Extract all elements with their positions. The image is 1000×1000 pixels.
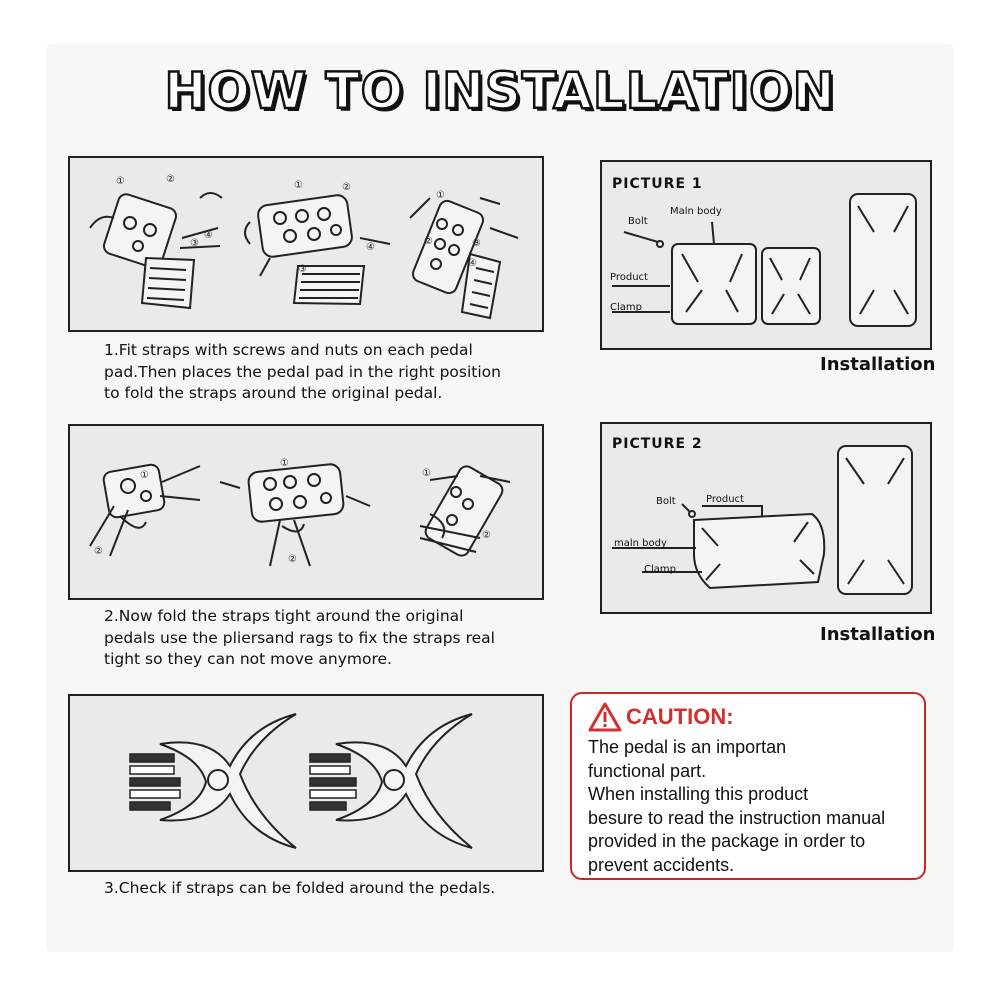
svg-text:①: ①	[140, 470, 149, 481]
step-3-drawing	[129, 713, 473, 849]
step-2-drawing: ② ① ② ① ① ②	[89, 458, 511, 567]
step-3-text: 3.Check if straps can be folded around t…	[104, 878, 544, 900]
svg-text:②: ②	[288, 554, 297, 565]
step-3-line-1: 3.Check if straps can be folded around t…	[104, 879, 496, 897]
svg-text:②: ②	[94, 546, 103, 557]
caution-header: CAUTION:	[588, 700, 734, 734]
svg-text:③: ③	[298, 264, 307, 275]
picture-1-product-label: Product	[610, 272, 648, 283]
picture-1-main-body-label: Maln body	[670, 206, 722, 217]
svg-text:①: ①	[280, 458, 289, 469]
caution-text: The pedal is an importan functional part…	[588, 736, 922, 877]
svg-text:③: ③	[190, 238, 199, 249]
picture-2-bolt-label: Bolt	[656, 496, 676, 507]
page-title: HOW TO INSTALLATION	[163, 61, 836, 122]
picture-1-bolt-label: Bolt	[628, 216, 648, 227]
caution-box: CAUTION: The pedal is an importan functi…	[570, 692, 926, 880]
svg-text:①: ①	[436, 190, 445, 201]
svg-text:①: ①	[422, 468, 431, 479]
picture-2-caption: Installation	[820, 624, 936, 645]
picture-1-caption: Installation	[820, 354, 936, 375]
svg-text:④: ④	[366, 242, 375, 253]
step-1-line-2: pad.Then places the pedal pad in the rig…	[104, 362, 501, 381]
picture-1-clamp-label: Clamp	[610, 302, 642, 313]
svg-text:②: ②	[166, 174, 175, 185]
picture-2-product-label: Product	[706, 494, 744, 505]
picture-2-main-body-label: maln body	[614, 538, 667, 549]
caution-line-6: prevent accidents.	[588, 854, 735, 875]
svg-text:①: ①	[116, 176, 125, 187]
svg-text:③: ③	[472, 238, 481, 249]
picture-2-drawing	[612, 445, 913, 595]
warning-triangle-icon	[588, 702, 622, 732]
svg-text:②: ②	[342, 182, 351, 193]
step-2-illustration: ② ① ② ① ① ②	[68, 424, 544, 600]
step-1-text: 1.Fit straps with screws and nuts on eac…	[104, 340, 544, 405]
svg-text:④: ④	[204, 230, 213, 241]
picture-2-panel: PICTURE 2 Bolt Product maln body Clamp	[600, 422, 932, 614]
step-1-line-1: 1.Fit straps with screws and nuts on eac…	[104, 341, 473, 359]
caution-title: CAUTION:	[626, 704, 734, 729]
picture-2-clamp-label: Clamp	[644, 564, 676, 575]
step-2-line-2: pedals use the pliersand rags to fix the…	[104, 628, 495, 647]
picture-2-title: PICTURE 2	[612, 436, 703, 452]
svg-text:②: ②	[482, 530, 491, 541]
caution-line-3: When installing this product	[588, 784, 809, 804]
step-2-text: 2.Now fold the straps tight around the o…	[104, 606, 544, 671]
caution-line-5: provided in the package in order to	[588, 831, 866, 851]
picture-1-drawing	[612, 193, 917, 327]
svg-text:②: ②	[424, 236, 433, 247]
picture-1-title: PICTURE 1	[612, 176, 703, 192]
svg-text:④: ④	[468, 258, 477, 269]
picture-1-panel: PICTURE 1 Bolt Maln body Product Clamp	[600, 160, 932, 350]
caution-line-2: functional part.	[588, 760, 707, 781]
caution-line-1: The pedal is an importan	[588, 737, 787, 757]
svg-text:①: ①	[294, 180, 303, 191]
step-2-line-1: 2.Now fold the straps tight around the o…	[104, 607, 464, 625]
caution-line-4: besure to read the instruction manual	[588, 807, 886, 828]
step-3-illustration	[68, 694, 544, 872]
step-2-line-3: tight so they can not move anymore.	[104, 650, 392, 668]
step-1-line-3: to fold the straps around the original p…	[104, 384, 443, 402]
